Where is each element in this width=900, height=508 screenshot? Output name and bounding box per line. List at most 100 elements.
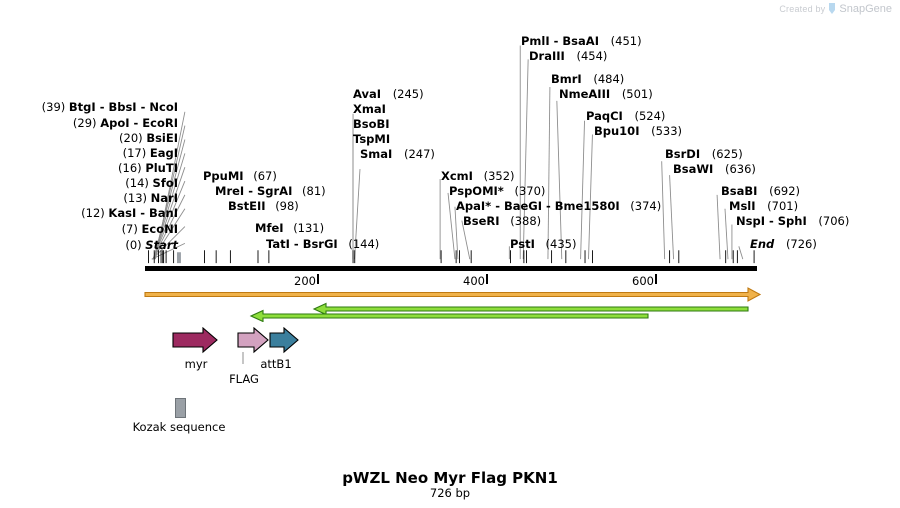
- site-label[interactable]: BsrDI (625): [665, 148, 743, 161]
- map-title: pWZL Neo Myr Flag PKN1: [342, 469, 558, 487]
- site-position: (12): [81, 206, 105, 220]
- site-position: (374): [630, 199, 662, 213]
- site-label[interactable]: NspI - SphI (706): [736, 214, 850, 228]
- site-label[interactable]: BsoBI: [353, 118, 390, 131]
- snapgene-logo-icon: [829, 3, 836, 14]
- site-label[interactable]: PaqCI (524): [586, 110, 665, 123]
- orf-reverse-arrow-2: [249, 309, 649, 322]
- watermark-brand: SnapGene: [839, 2, 892, 15]
- site-name: Start: [145, 238, 178, 252]
- feature-label-flag[interactable]: FLAG: [229, 372, 259, 386]
- site-label[interactable]: (16) PluTI: [118, 162, 178, 175]
- site-name: TspMI: [353, 132, 391, 146]
- site-label[interactable]: End (726): [750, 238, 817, 251]
- site-name: BsaAI: [562, 34, 599, 48]
- site-tick-risers: [148, 250, 755, 264]
- site-name: EagI: [149, 146, 178, 160]
- site-label[interactable]: (29) ApoI - EcoRI: [72, 116, 178, 130]
- site-name: SphI: [777, 214, 807, 228]
- site-label[interactable]: PmlI - BsaAI (451): [521, 34, 642, 48]
- site-label[interactable]: (0) Start: [125, 239, 178, 252]
- site-position: (524): [634, 109, 666, 123]
- feature-box-kozak[interactable]: [175, 398, 186, 418]
- site-name: NcoI: [149, 100, 178, 114]
- site-label[interactable]: (39) BtgI - BbsI - NcoI: [41, 100, 178, 114]
- site-label[interactable]: XmaI: [353, 103, 386, 116]
- site-position: (0): [125, 238, 142, 252]
- site-name: XmaI: [353, 102, 386, 116]
- site-label[interactable]: Bpu10I (533): [594, 125, 682, 138]
- feature-label-kozak[interactable]: Kozak sequence: [132, 420, 226, 434]
- site-label[interactable]: TatI - BsrGI (144): [266, 237, 380, 251]
- site-leader-lines: [151, 45, 744, 260]
- site-label[interactable]: NmeAIII (501): [559, 88, 653, 101]
- orf-forward-arrow: [144, 287, 762, 302]
- site-name: SfoI: [152, 176, 178, 190]
- site-label[interactable]: (14) SfoI: [125, 177, 178, 190]
- site-label[interactable]: BmrI (484): [551, 73, 624, 86]
- ruler-tick-label: 400: [463, 274, 485, 288]
- site-label[interactable]: BsaBI (692): [721, 185, 800, 198]
- ruler-tick-label: 200: [294, 274, 316, 288]
- feature-label-myr[interactable]: myr: [184, 357, 208, 371]
- map-length: 726 bp: [429, 486, 471, 500]
- site-label[interactable]: BseRI (388): [463, 215, 541, 228]
- site-label[interactable]: PstI (435): [510, 238, 576, 251]
- site-name: BseRI: [463, 214, 500, 228]
- site-position: (67): [253, 169, 277, 183]
- site-position: (20): [119, 131, 143, 145]
- site-label[interactable]: XcmI (352): [441, 170, 515, 183]
- site-label[interactable]: (12) KasI - BanI: [81, 206, 178, 220]
- site-name: BsrGI: [302, 237, 338, 251]
- site-label[interactable]: (13) NarI: [123, 192, 178, 205]
- site-name: EcoNI: [141, 222, 178, 236]
- site-label[interactable]: PpuMI (67): [203, 170, 277, 183]
- site-name: NmeAIII: [559, 87, 611, 101]
- feature-label-attb1[interactable]: attB1: [260, 357, 292, 371]
- site-name: PaqCI: [586, 109, 623, 123]
- site-name: Bpu10I: [594, 124, 640, 138]
- site-name: End: [750, 237, 775, 251]
- site-label[interactable]: DraIII (454): [529, 50, 607, 63]
- site-position: (533): [651, 124, 683, 138]
- site-label[interactable]: AvaI (245): [353, 88, 424, 101]
- site-position: (131): [293, 221, 325, 235]
- site-name: BsaBI: [721, 184, 758, 198]
- site-position: (39): [41, 100, 66, 114]
- feature-arrows: [172, 327, 299, 354]
- site-name: ApaI*: [456, 199, 492, 213]
- feature-arrow-attb1: [269, 327, 299, 354]
- site-label[interactable]: (20) BsiEI: [119, 132, 178, 145]
- site-label[interactable]: TspMI: [353, 133, 390, 146]
- site-position: (454): [576, 49, 608, 63]
- site-label[interactable]: (17) EagI: [123, 147, 178, 160]
- site-name: PluTI: [145, 161, 178, 175]
- site-label[interactable]: SmaI (247): [360, 148, 435, 161]
- site-name: BmrI: [551, 72, 582, 86]
- site-label[interactable]: BstEII (98): [228, 200, 299, 213]
- site-position: (726): [785, 237, 817, 251]
- site-name: DraIII: [529, 49, 565, 63]
- site-label[interactable]: BsaWI (636): [673, 163, 756, 176]
- site-position: (16): [118, 161, 142, 175]
- site-position: (636): [725, 162, 756, 176]
- orf-reverse-arrow-1: [312, 302, 749, 316]
- site-label[interactable]: MslI (701): [729, 200, 798, 213]
- site-position: (692): [769, 184, 801, 198]
- site-label[interactable]: MfeI (131): [255, 222, 324, 235]
- site-name: PstI: [510, 237, 535, 251]
- feature-arrow-flag: [237, 327, 269, 354]
- site-name: ApoI: [100, 116, 130, 130]
- site-name: TatI: [266, 237, 290, 251]
- site-label[interactable]: MreI - SgrAI (81): [215, 184, 326, 198]
- site-name: AvaI: [353, 87, 382, 101]
- site-label[interactable]: ApaI* - BaeGI - Bme1580I (374): [456, 199, 662, 213]
- snapgene-watermark: Created by SnapGene: [779, 2, 892, 15]
- site-label[interactable]: (7) EcoNI: [122, 223, 178, 236]
- site-name: PmlI: [521, 34, 550, 48]
- ruler-tick-label: 600: [632, 274, 654, 288]
- site-name: NspI: [736, 214, 765, 228]
- site-name: BsaWI: [673, 162, 714, 176]
- site-label[interactable]: PspOMI* (370): [449, 185, 545, 198]
